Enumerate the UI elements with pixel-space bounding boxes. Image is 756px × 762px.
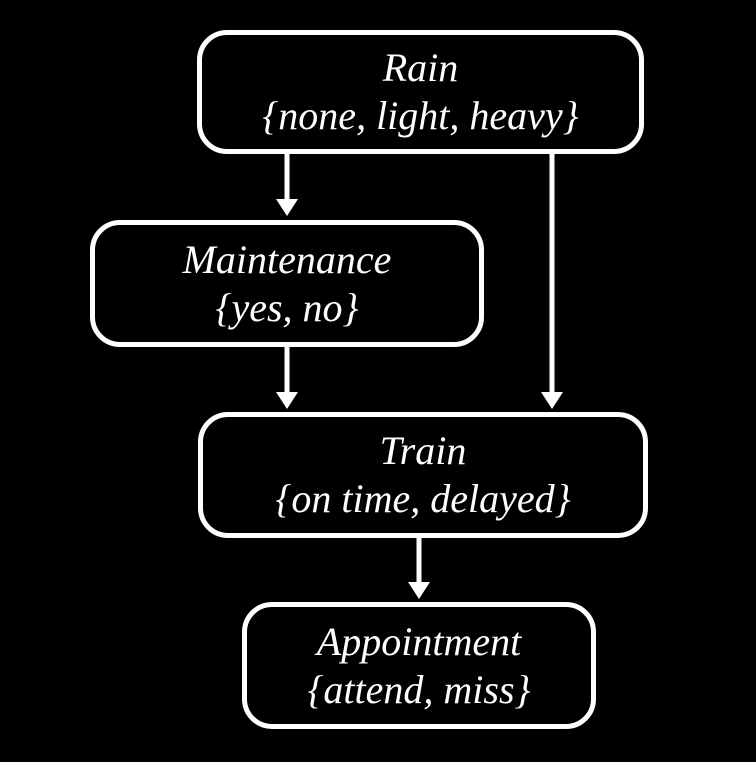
arrowhead-rain-to-maintenance [276,199,298,216]
node-train-title: Train [379,428,467,473]
node-rain-values: {none, light, heavy} [262,93,579,138]
node-maintenance: Maintenance {yes, no} [90,220,484,347]
node-train: Train {on time, delayed} [198,412,648,538]
node-appointment-values: {attend, miss} [307,666,531,712]
arrowhead-rain-to-train [541,392,563,409]
node-maintenance-title: Maintenance [182,236,392,282]
node-train-values: {on time, delayed} [275,476,571,521]
node-rain-title: Rain [382,45,459,90]
arrowhead-train-to-appointment [408,582,430,599]
node-appointment: Appointment {attend, miss} [242,602,596,729]
arrowhead-maintenance-to-train [276,392,298,409]
node-rain: Rain {none, light, heavy} [197,30,644,154]
node-maintenance-values: {yes, no} [215,284,359,330]
node-appointment-title: Appointment [316,618,522,664]
